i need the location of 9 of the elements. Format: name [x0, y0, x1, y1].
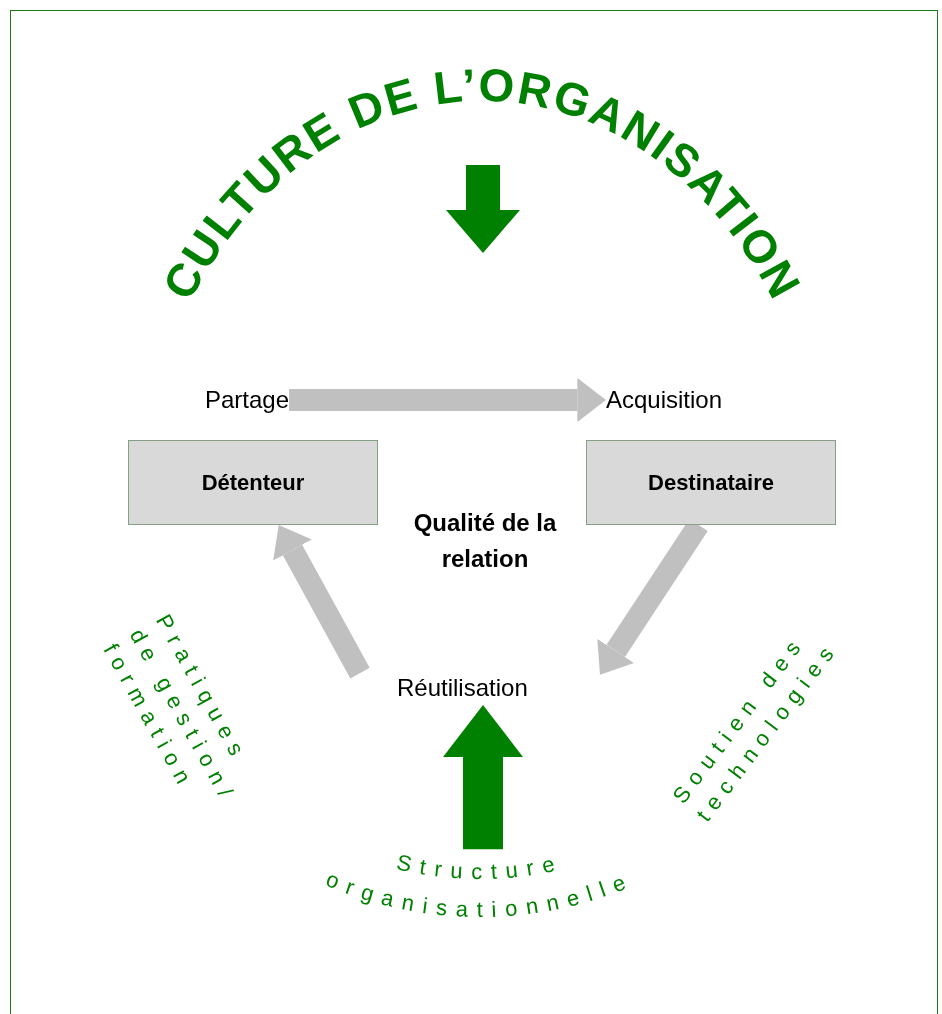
step-label: Acquisition	[606, 383, 723, 417]
block-arrow	[443, 705, 523, 850]
step-label: Partage	[205, 383, 290, 417]
flow-arrow	[289, 378, 606, 422]
flow-arrow	[273, 525, 370, 679]
role-box: Destinataire	[586, 440, 836, 525]
center-label: Qualité de la relation	[395, 505, 575, 577]
role-box: Détenteur	[128, 440, 378, 525]
step-label: Réutilisation	[360, 671, 600, 705]
